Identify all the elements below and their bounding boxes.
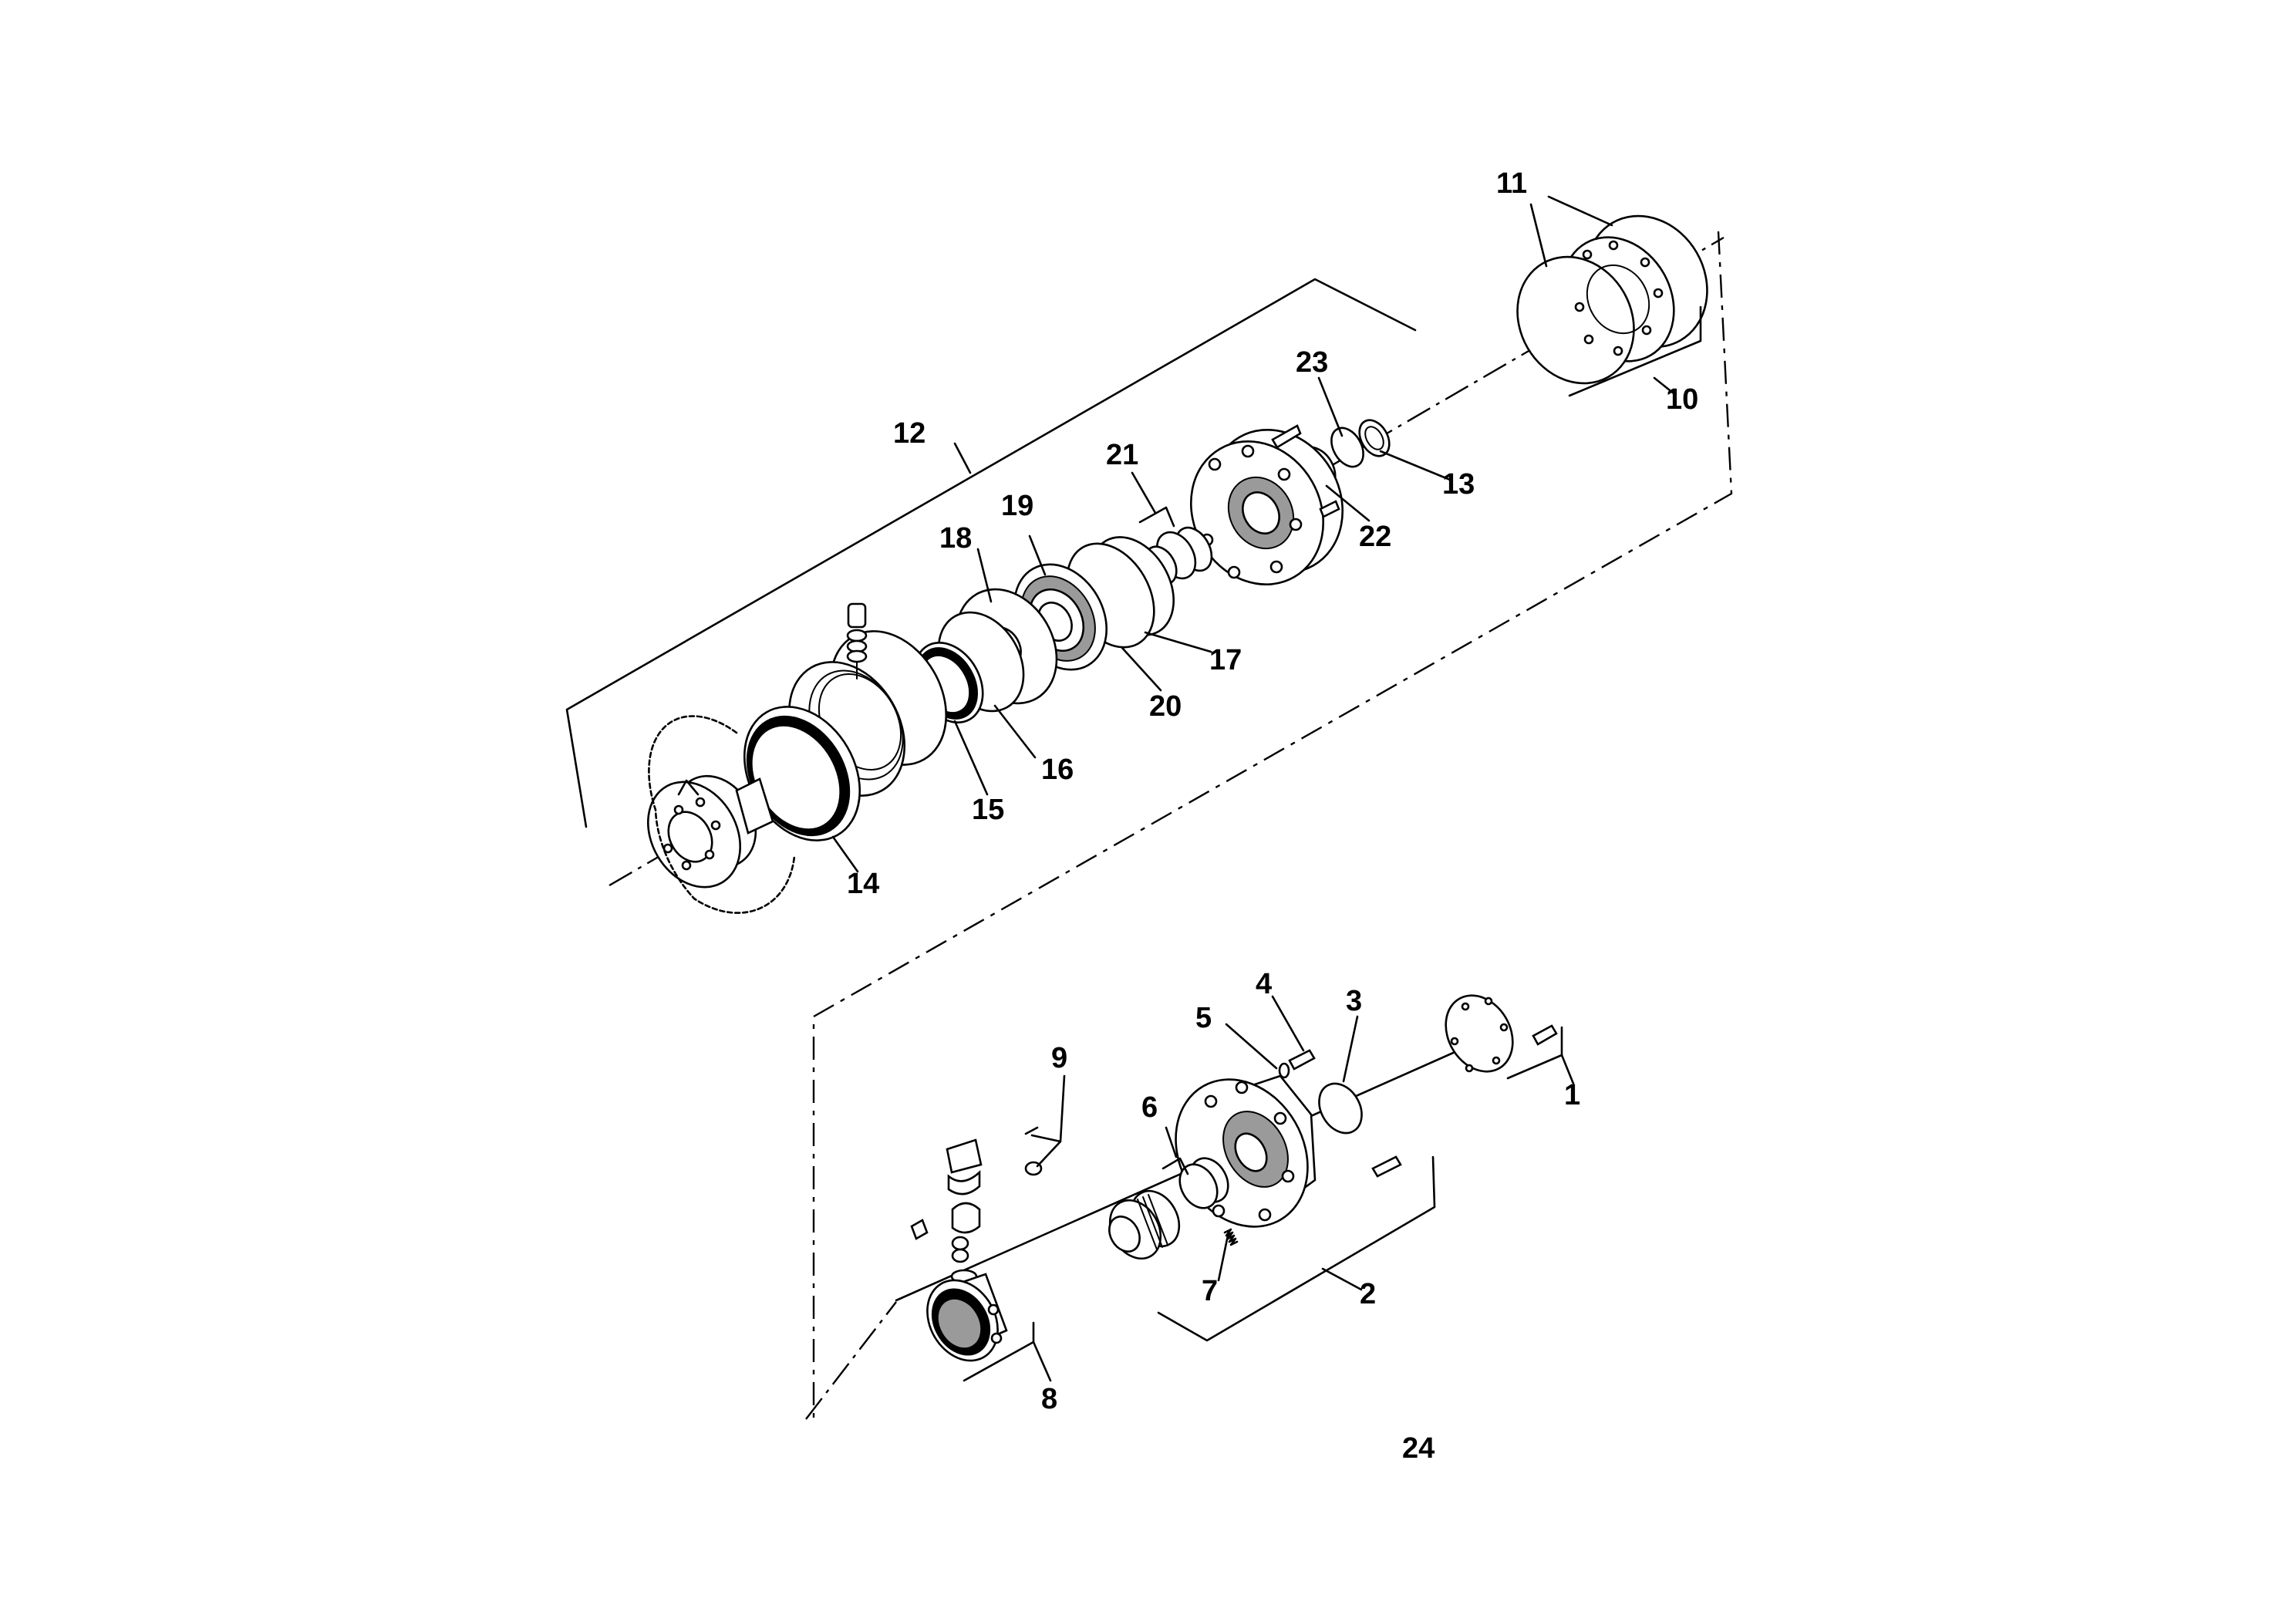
housing-side-bolt: [1371, 1155, 1402, 1178]
threaded-piston: [1108, 1189, 1181, 1260]
leader-11: [1529, 195, 1613, 268]
callout-14: 14: [847, 868, 879, 900]
assembly-link-frame: [812, 231, 1733, 1418]
leader-21: [1131, 471, 1157, 514]
figure-number: 24: [1402, 1432, 1435, 1465]
lower-assembly: [805, 994, 1563, 1420]
leader-18: [976, 548, 993, 603]
leader-7: [1217, 1234, 1229, 1282]
callout-18: 18: [939, 522, 972, 555]
callout-20: 20: [1149, 690, 1182, 723]
leader-2: [1321, 1267, 1363, 1291]
leader-13: [1379, 450, 1451, 481]
part-14-seal-ring: [743, 706, 861, 841]
callout-6: 6: [1141, 1091, 1158, 1124]
leader-16: [993, 704, 1037, 759]
leader-9: [1030, 1074, 1066, 1168]
callout-5: 5: [1195, 1002, 1212, 1034]
callout-7: 7: [1202, 1275, 1218, 1307]
callout-11: 11: [1496, 167, 1527, 200]
callout-17: 17: [1209, 644, 1242, 676]
callout-9: 9: [1051, 1042, 1067, 1074]
callout-15: 15: [972, 794, 1004, 826]
callout-labels: 1 2 3 4 5 6 7 8 9 10 11 12 13 14 15 16 1…: [847, 167, 1698, 1465]
leader-12: [953, 442, 972, 474]
upper-assembly: [565, 214, 1733, 1418]
part-4-bolt: [1288, 1049, 1316, 1071]
lower-centre-axis-dashed: [805, 1301, 897, 1420]
leader-20: [1121, 646, 1162, 692]
leader-22: [1325, 484, 1371, 522]
group-12-bracket: [565, 278, 1417, 828]
housing-bolt-holes: [1574, 240, 1664, 356]
callout-4: 4: [1256, 968, 1272, 1000]
leader-lines: [831, 195, 1675, 1382]
leader-1: [1560, 1054, 1575, 1085]
leader-5: [1225, 1023, 1278, 1070]
valve-pieces: [910, 1138, 983, 1284]
callout-12: 12: [893, 417, 925, 450]
hub-flange: [646, 774, 774, 889]
leader-15: [953, 720, 989, 796]
leader-6: [1165, 1126, 1178, 1158]
callout-21: 21: [1106, 439, 1138, 471]
bearing-housing: [1189, 424, 1344, 585]
callout-8: 8: [1041, 1383, 1057, 1415]
part-6-spring-group: [1161, 1157, 1229, 1209]
leader-23: [1317, 376, 1344, 437]
part-1-cover: [1445, 994, 1558, 1073]
part-10-bracket: [1568, 305, 1702, 397]
part-2-bracket: [1157, 1155, 1436, 1342]
part-5-washer: [1278, 1062, 1290, 1079]
part-3-o-ring: [1318, 1082, 1363, 1135]
leader-8: [1032, 1340, 1052, 1382]
callout-10: 10: [1666, 383, 1698, 416]
part-9-pin: [1024, 1126, 1039, 1135]
callout-1: 1: [1564, 1079, 1580, 1111]
part-8-bearing: [926, 1273, 1008, 1362]
part-10-housing: [1516, 214, 1708, 385]
leader-14: [831, 835, 859, 873]
leader-3: [1342, 1015, 1359, 1083]
leader-19: [1028, 534, 1047, 576]
callout-16: 16: [1041, 754, 1074, 786]
leader-17: [1144, 631, 1212, 653]
callout-23: 23: [1296, 346, 1328, 379]
callout-13: 13: [1442, 468, 1475, 501]
callout-3: 3: [1346, 985, 1362, 1017]
callout-22: 22: [1359, 521, 1391, 553]
callout-19: 19: [1001, 490, 1033, 522]
callout-2: 2: [1360, 1278, 1376, 1310]
part-23-ring: [1330, 427, 1364, 468]
part-7-spring: [1223, 1228, 1239, 1246]
roller-ring: [648, 715, 796, 914]
leader-4: [1271, 995, 1305, 1052]
leader-10: [1653, 376, 1675, 395]
